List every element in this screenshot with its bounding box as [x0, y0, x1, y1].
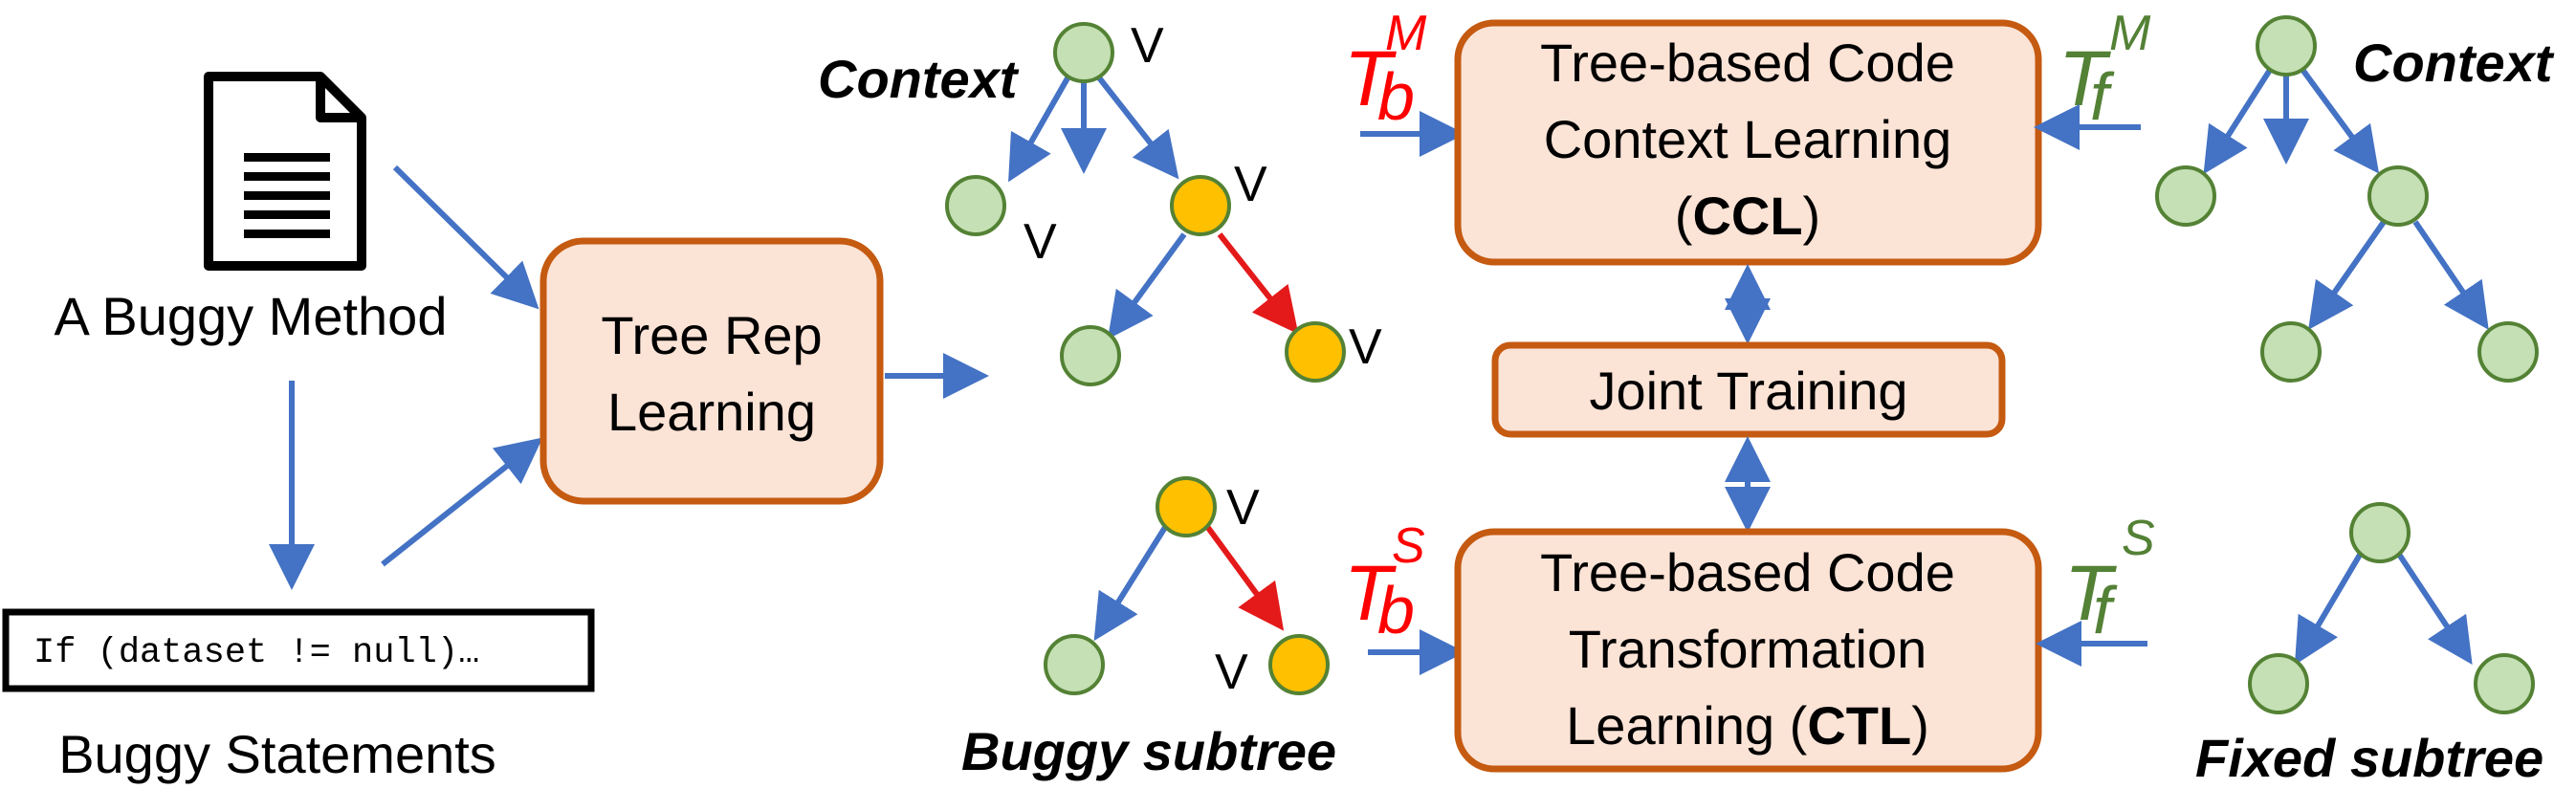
tree-node-buggy: [1268, 634, 1330, 695]
context-tree-right: [2155, 15, 2539, 383]
arrow-statements-to-treerep: [381, 437, 543, 567]
buggy-subtree: V V: [1044, 476, 1330, 700]
tree-node: [2260, 321, 2322, 383]
tree-node: [2155, 165, 2216, 227]
symbol-sup-s: S: [1392, 518, 1425, 574]
tree-node: [2248, 653, 2309, 714]
code-snippet-box: [2, 608, 595, 692]
context-tree-left: V V V V: [945, 18, 1382, 386]
ctl-line3: Learning (CTL): [1566, 695, 1929, 756]
fixed-subtree: [2248, 502, 2535, 714]
tree-edge: [2393, 548, 2473, 665]
symbol-sup-s: S: [2122, 511, 2155, 566]
ctl-line2: Transformation: [1569, 619, 1927, 679]
tree-edge-red: [1200, 519, 1285, 631]
symbol-sub-f: f: [2093, 573, 2118, 647]
node-label-v: V: [1226, 480, 1260, 536]
buggy-method-label: A Buggy Method: [55, 286, 448, 346]
context-left-label: Context: [818, 49, 1020, 109]
tree-node: [1044, 634, 1105, 695]
tree-edge: [1008, 75, 1071, 183]
buggy-subtree-label: Buggy subtree: [961, 721, 1336, 781]
symbol-t: T: [1344, 550, 1397, 637]
t-b-s-symbol: T S b: [1344, 518, 1425, 647]
symbol-sup-m: M: [2109, 6, 2151, 61]
node-label-v: V: [1131, 18, 1164, 74]
tree-rep-line1: Tree Rep: [601, 305, 822, 365]
tree-node-buggy: [1156, 476, 1217, 537]
t-f-s-symbol: T S f: [2064, 511, 2155, 647]
tree-node: [1053, 22, 1114, 83]
joint-training-box: [1491, 341, 2006, 438]
context-right-label: Context: [2353, 33, 2555, 93]
tree-node-buggy: [1285, 321, 1346, 383]
buggy-statements-label: Buggy Statements: [58, 724, 496, 784]
node-label-v: V: [1215, 645, 1248, 700]
ccl-line3: (CCL): [1675, 186, 1820, 246]
arrow-method-to-treerep: [392, 164, 539, 310]
ccl-line2: Context Learning: [1544, 109, 1952, 169]
tree-node: [1060, 325, 1121, 386]
symbol-sub-b: b: [1377, 573, 1415, 647]
tree-edge-red: [1217, 232, 1299, 335]
tree-node: [2474, 653, 2535, 714]
tree-edge: [2308, 220, 2387, 330]
tree-edge: [2412, 220, 2489, 330]
code-snippet: If (dataset != null)…: [33, 633, 479, 673]
tree-edge: [1107, 232, 1187, 340]
tree-edge: [2298, 65, 2380, 174]
tree-node: [2349, 502, 2411, 563]
tree-edge: [2294, 548, 2366, 666]
node-label-v: V: [1234, 157, 1267, 212]
symbol-sup-m: M: [1385, 6, 1427, 61]
tree-edge: [2203, 65, 2275, 175]
tree-edge: [1095, 75, 1179, 180]
document-icon: [204, 72, 366, 271]
tree-rep-line2: Learning: [607, 382, 816, 442]
tree-node: [2477, 321, 2539, 383]
symbol-t: T: [1344, 35, 1397, 122]
ctl-line1: Tree-based Code: [1540, 542, 1955, 603]
joint-training-label: Joint Training: [1589, 361, 1907, 421]
symbol-sub-f: f: [2090, 59, 2115, 134]
t-b-m-symbol: T M b: [1344, 6, 1427, 134]
fixed-subtree-label: Fixed subtree: [2195, 728, 2543, 788]
tree-node: [945, 175, 1006, 236]
tree-rep-learning-box: [539, 237, 884, 505]
node-label-v: V: [1024, 214, 1057, 270]
tree-node: [2256, 15, 2317, 77]
symbol-sub-b: b: [1377, 59, 1415, 134]
tree-edge: [1093, 519, 1172, 642]
ccl-line1: Tree-based Code: [1540, 33, 1955, 93]
node-label-v: V: [1349, 319, 1382, 375]
tree-node-buggy: [1170, 175, 1231, 236]
t-f-m-symbol: T M f: [2059, 6, 2151, 134]
tree-node: [2367, 165, 2429, 227]
